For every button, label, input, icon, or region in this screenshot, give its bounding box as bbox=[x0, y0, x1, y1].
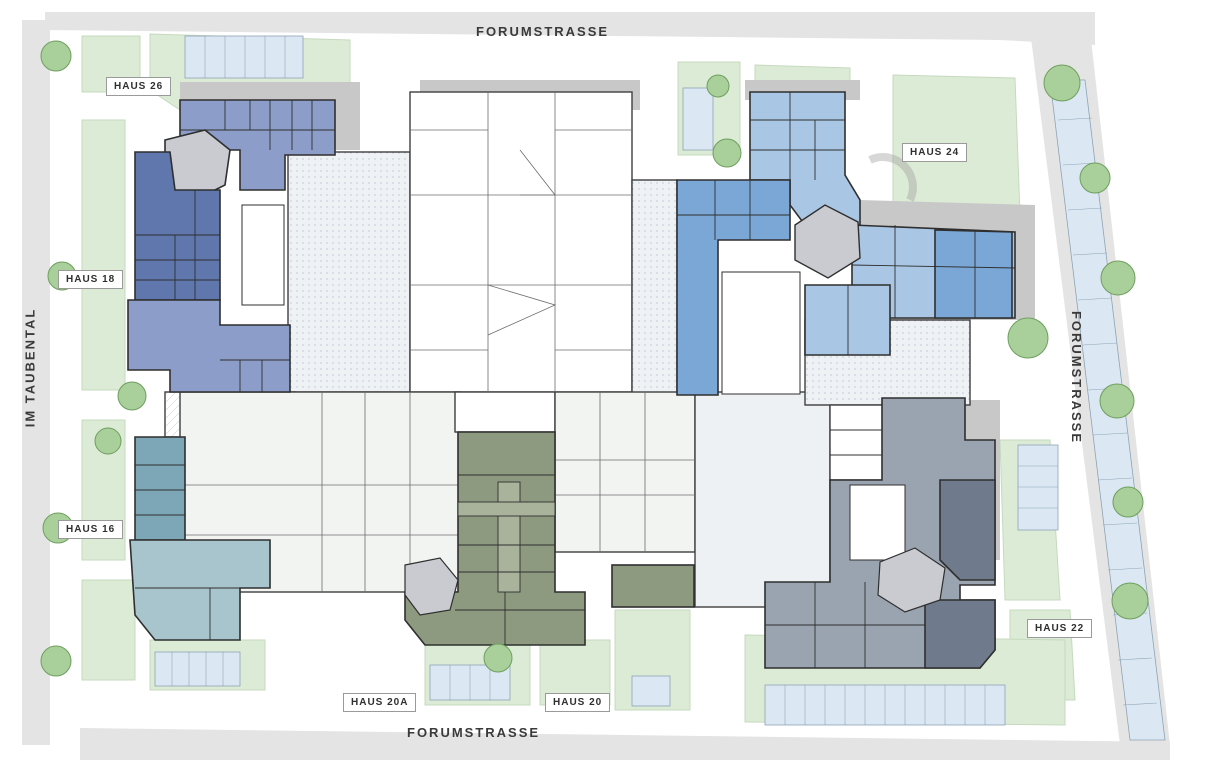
haus-20-rooms bbox=[455, 474, 585, 645]
haus-24-rooms bbox=[677, 92, 1016, 355]
label-haus-18: HAUS 18 bbox=[58, 270, 124, 289]
haus-22-dark bbox=[924, 479, 996, 669]
street-left bbox=[22, 20, 50, 745]
haus-24-courtyard bbox=[721, 271, 801, 395]
parking-stripes bbox=[171, 36, 1158, 725]
haus-22-courtyard bbox=[849, 484, 906, 561]
haus-18-courtyard bbox=[241, 204, 285, 306]
haus-16-rooms bbox=[135, 464, 240, 640]
haus-24-plaza bbox=[868, 153, 917, 202]
street-label-left: IM TAUBENTAL bbox=[22, 307, 38, 428]
haus-26-rooms bbox=[180, 100, 335, 150]
street-label-right: FORUMSTRASSE bbox=[1069, 310, 1085, 445]
haus-22-rooms bbox=[765, 429, 925, 668]
label-haus-20a: HAUS 20A bbox=[343, 693, 417, 712]
haus-22-rotunda bbox=[877, 547, 946, 613]
label-haus-26: HAUS 26 bbox=[106, 77, 172, 96]
street-top bbox=[45, 12, 1000, 40]
haus-20-corridors bbox=[457, 481, 556, 593]
label-haus-20: HAUS 20 bbox=[545, 693, 611, 712]
street-label-top: FORUMSTRASSE bbox=[476, 24, 610, 39]
label-haus-16: HAUS 16 bbox=[58, 520, 124, 539]
street-bottom bbox=[80, 728, 1170, 760]
label-haus-24: HAUS 24 bbox=[902, 143, 968, 162]
haus-18-extension bbox=[127, 299, 291, 393]
haus-24-rotunda bbox=[794, 204, 861, 279]
label-haus-22: HAUS 22 bbox=[1027, 619, 1093, 638]
haus-16-light bbox=[129, 539, 271, 641]
street-label-bottom: FORUMSTRASSE bbox=[407, 725, 541, 740]
central-grid bbox=[180, 92, 695, 592]
haus-18-rooms bbox=[135, 190, 290, 392]
building-haus-16 bbox=[134, 436, 186, 541]
haus-20a-rotunda bbox=[404, 557, 459, 616]
